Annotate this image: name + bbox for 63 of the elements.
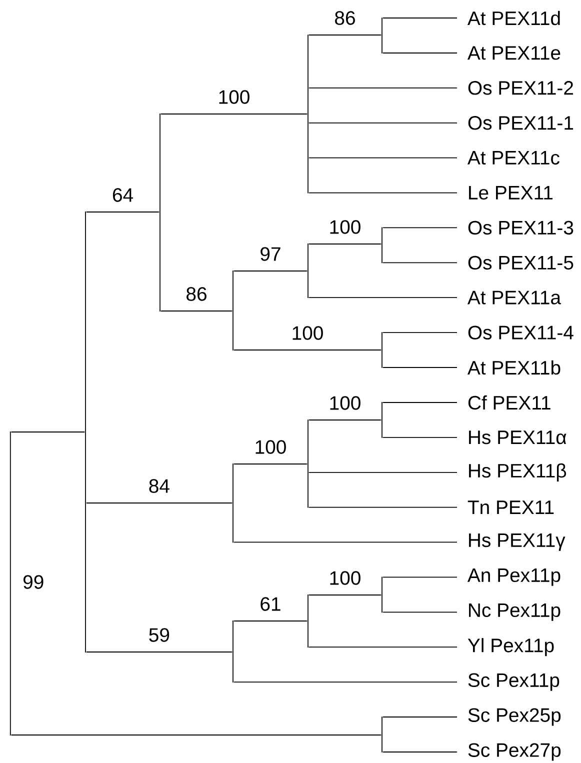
tree-branch — [308, 157, 458, 158]
tree-branch — [382, 402, 458, 403]
leaf-label: Sc Pex11p — [468, 673, 560, 691]
tree-branch — [382, 227, 458, 228]
leaf-label: Hs PEX11α — [469, 430, 566, 444]
bootstrap-value: 100 — [256, 440, 286, 454]
tree-branch — [308, 646, 458, 648]
tree-branch — [382, 332, 458, 334]
bootstrap-value: 84 — [149, 479, 170, 493]
leaf-label: Os PEX11-1 — [468, 116, 574, 130]
tree-branch — [308, 297, 458, 298]
leaf-label: At PEX11c — [467, 151, 560, 165]
tree-branch — [382, 576, 458, 578]
leaf-label: At PEX11b — [467, 360, 560, 375]
tree-branch — [233, 682, 458, 683]
leaf-label: Hs PEX11γ — [469, 534, 566, 551]
leaf-label: Sc Pex27p — [468, 743, 561, 761]
tree-branch — [382, 436, 458, 438]
tree-branch — [308, 472, 458, 473]
leaf-label: Hs PEX11β — [469, 463, 566, 482]
leaf-label: Yl Pex11p — [468, 638, 554, 656]
tree-branch — [382, 262, 458, 264]
tree-branch — [86, 502, 233, 504]
tree-branch — [10, 734, 382, 736]
bootstrap-value: 100 — [219, 90, 250, 104]
tree-branch — [308, 192, 458, 194]
leaf-label: Os PEX11-2 — [468, 81, 573, 95]
leaf-label: An Pex11p — [467, 568, 560, 586]
leaf-label: At PEX11d — [467, 10, 560, 26]
tree-branch — [160, 310, 233, 312]
leaf-label: Os PEX11-4 — [468, 326, 574, 340]
bootstrap-value: 100 — [330, 571, 360, 585]
tree-branch — [308, 122, 458, 124]
leaf-label: Le PEX11 — [469, 186, 553, 200]
bootstrap-value: 97 — [260, 247, 280, 261]
tree-branch — [382, 52, 458, 54]
leaf-label: At PEX11e — [467, 46, 560, 60]
leaf-label: At PEX11a — [467, 290, 562, 304]
bootstrap-value: 61 — [260, 597, 280, 611]
tree-branch — [308, 34, 382, 36]
tree-branch — [382, 716, 458, 718]
bootstrap-value: 100 — [330, 220, 360, 234]
bootstrap-value: 86 — [335, 11, 355, 25]
tree-branch — [308, 87, 458, 88]
bootstrap-value: 64 — [112, 188, 134, 202]
tree-branch — [308, 506, 458, 508]
tree-branch — [233, 542, 458, 543]
tree-branch — [233, 270, 308, 272]
leaf-label: Cf PEX11 — [468, 395, 550, 410]
bootstrap-value: 86 — [186, 287, 206, 301]
tree-branch — [382, 367, 458, 368]
tree-branch — [382, 612, 458, 613]
leaf-label: Sc Pex25p — [468, 708, 561, 726]
bootstrap-value: 100 — [292, 326, 323, 340]
leaf-label: Nc Pex11p — [469, 604, 560, 621]
tree-branch — [308, 594, 382, 596]
leaf-label: Os PEX11-3 — [468, 220, 574, 235]
leaf-label: Tn PEX11 — [468, 500, 554, 514]
bootstrap-value: 59 — [149, 628, 170, 642]
bootstrap-value: 99 — [24, 575, 44, 589]
bootstrap-value: 100 — [330, 396, 360, 410]
leaf-label: Os PEX11-5 — [468, 256, 574, 270]
tree-branch — [233, 620, 308, 622]
